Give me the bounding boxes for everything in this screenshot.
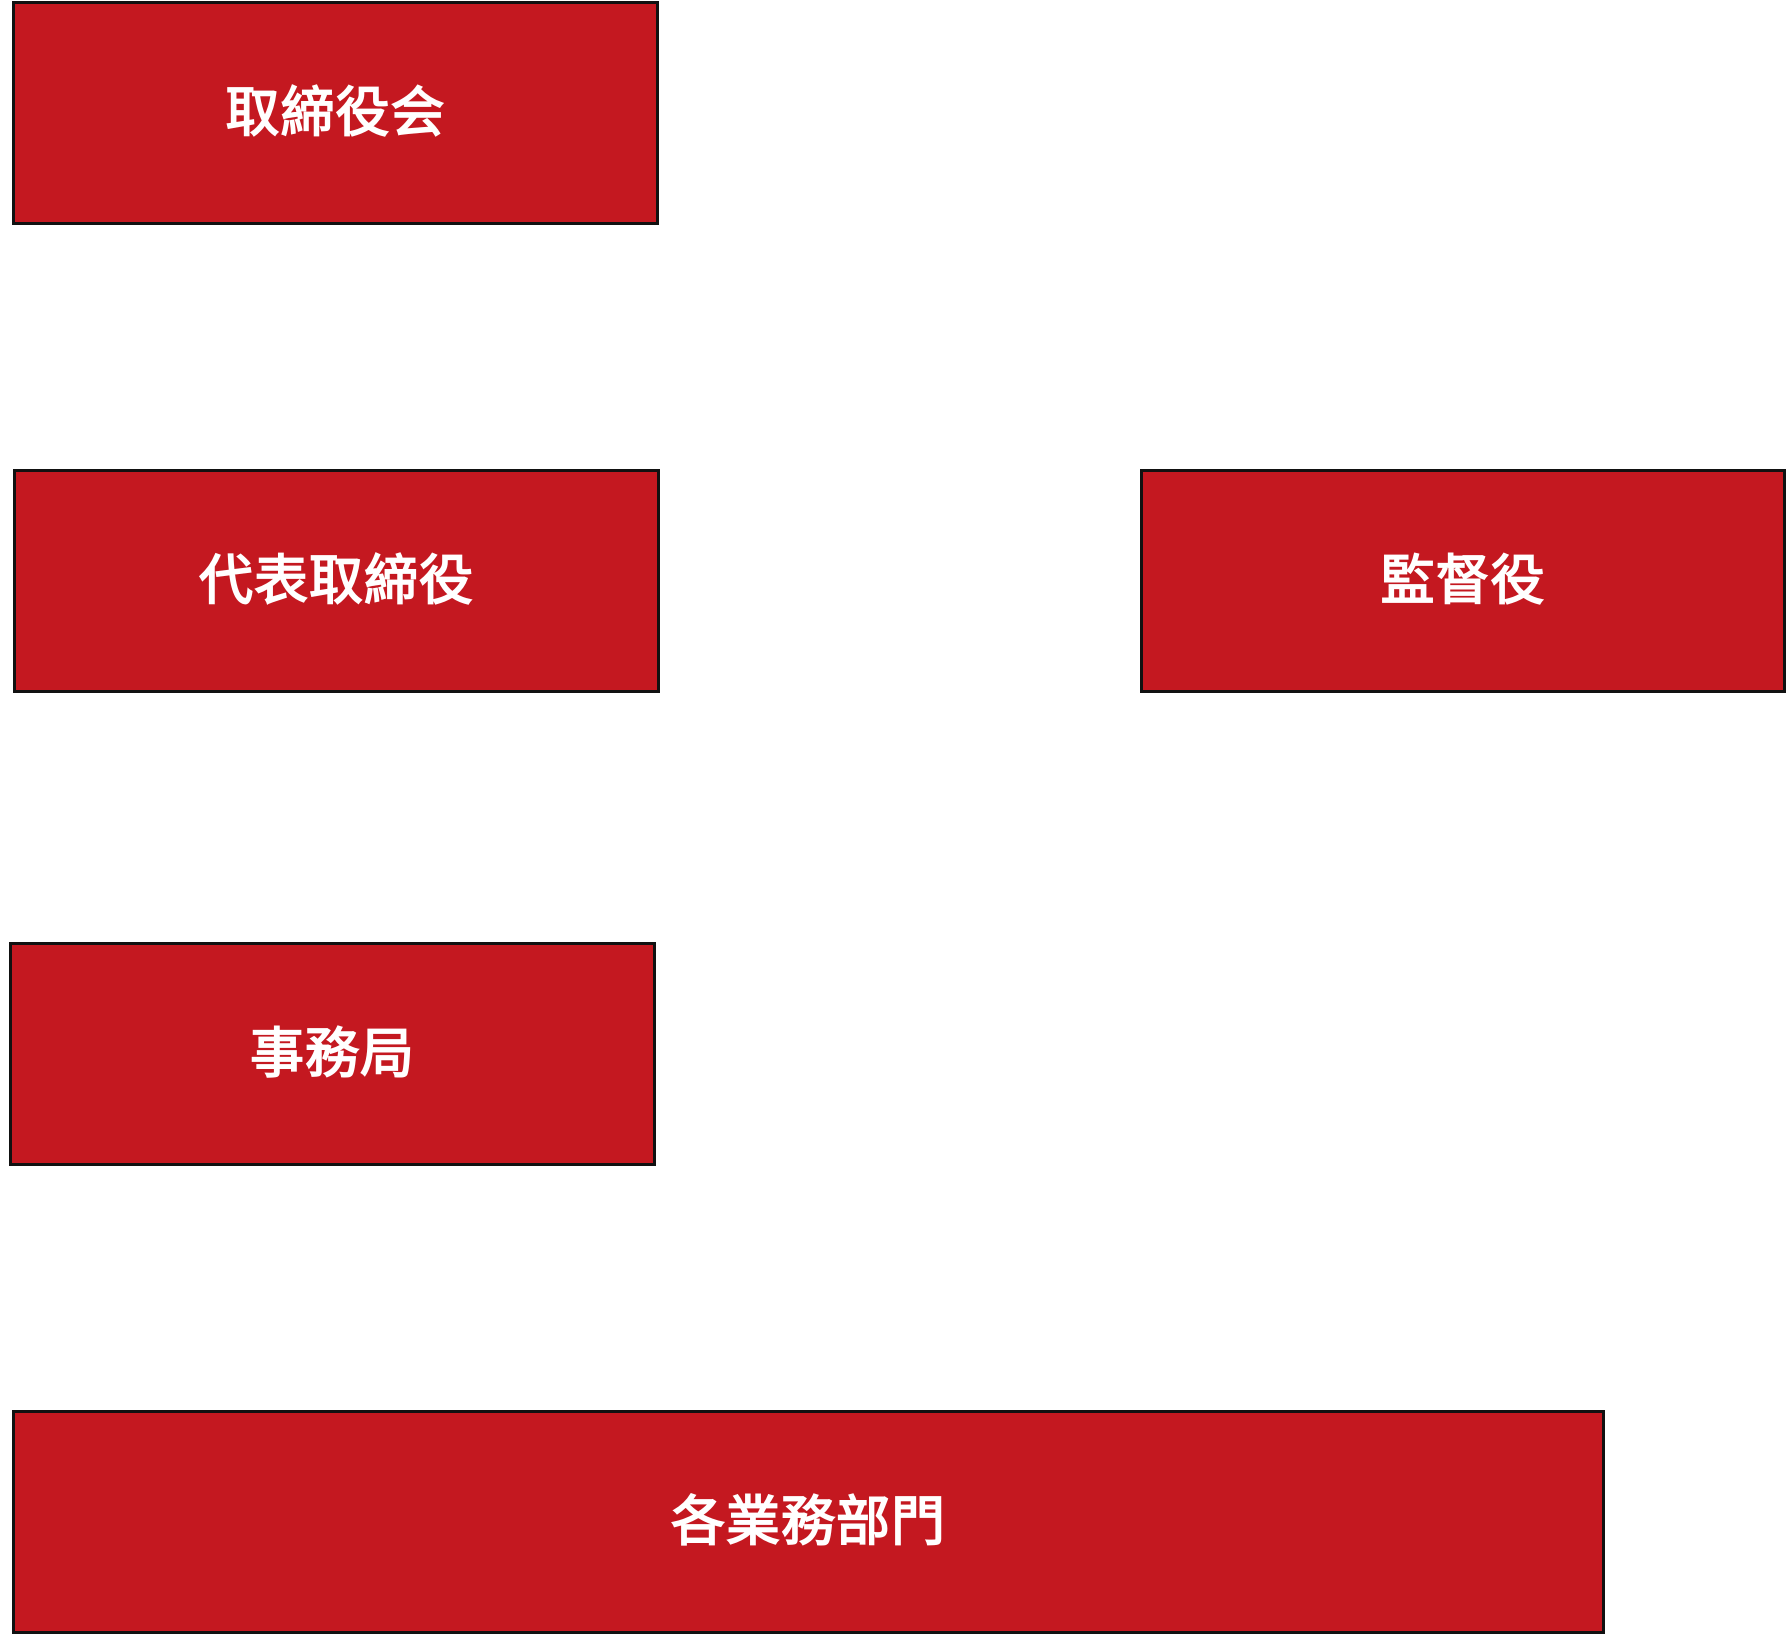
auditor-box: 監督役 bbox=[1140, 469, 1786, 693]
secretariat-label: 事務局 bbox=[250, 1022, 415, 1085]
board-of-directors-label: 取締役会 bbox=[225, 81, 446, 144]
secretariat-box: 事務局 bbox=[9, 942, 656, 1166]
representative-director-box: 代表取締役 bbox=[13, 469, 660, 693]
board-of-directors-box: 取締役会 bbox=[12, 1, 659, 225]
representative-director-label: 代表取締役 bbox=[199, 549, 474, 612]
business-departments-box: 各業務部門 bbox=[12, 1410, 1605, 1634]
business-departments-label: 各業務部門 bbox=[671, 1490, 946, 1553]
auditor-label: 監督役 bbox=[1380, 549, 1546, 612]
